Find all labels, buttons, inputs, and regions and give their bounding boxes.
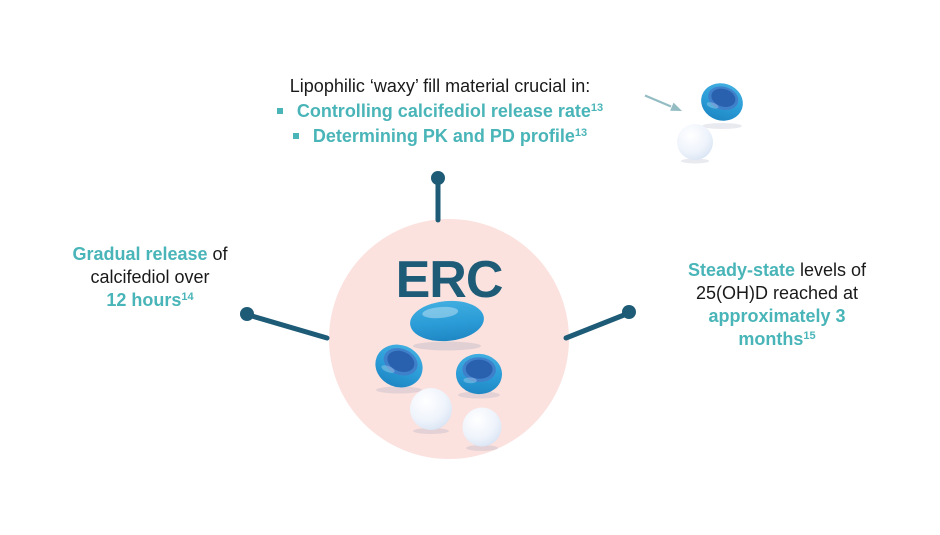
left-note: Gradual release of calcifediol over 12 h… — [30, 243, 270, 312]
top-note: Lipophilic ‘waxy’ fill material crucial … — [220, 74, 660, 149]
pointer-arrow-icon — [644, 94, 672, 108]
pointer-arrowhead-icon — [670, 102, 682, 111]
left-connector-dot — [240, 307, 254, 321]
left-connector-line — [249, 313, 330, 341]
capsule-shadow — [413, 341, 481, 351]
left-connector — [249, 313, 330, 341]
whole-capsule-icon — [410, 300, 484, 342]
top-connector-dot — [431, 171, 445, 185]
right-note: Steady-state levels of 25(OH)D reached a… — [657, 259, 897, 351]
top-note-bullet-1-text: Controlling calcifediol release rate — [296, 101, 591, 121]
left-note-accent-1: Gradual release — [72, 244, 208, 264]
right-note-line-2: 25(OH)D reached at — [695, 283, 859, 303]
ball-shadow — [681, 158, 709, 164]
wax-ball-icon — [462, 407, 502, 447]
top-note-heading: Lipophilic ‘waxy’ fill material crucial … — [289, 76, 591, 96]
capsule-half-icon — [455, 353, 503, 395]
left-note-line-3: 12 hours14 — [30, 289, 270, 312]
capsule-shadow — [458, 391, 500, 399]
capsule-half-icon — [696, 77, 748, 127]
reference-superscript: 15 — [803, 330, 816, 342]
erc-capsule-illustration — [368, 300, 503, 451]
reference-superscript: 13 — [590, 102, 604, 114]
right-note-rest-1: levels of — [795, 260, 867, 280]
right-note-line-4: months15 — [657, 328, 897, 351]
top-note-bullet-1: Controlling calcifediol release rate13 — [220, 99, 660, 124]
top-note-bullet-2-text: Determining PK and PD profile — [312, 126, 575, 146]
square-bullet-icon — [292, 133, 299, 139]
fill-material-callout-illustration — [644, 77, 748, 164]
capsule-shadow — [376, 386, 422, 394]
wax-ball-icon — [410, 388, 452, 430]
right-note-accent-4: months — [738, 329, 804, 349]
right-connector-dot — [622, 305, 636, 319]
right-note-line-1: Steady-state levels of — [657, 259, 897, 282]
capsule-shadow — [702, 123, 742, 129]
square-bullet-icon — [276, 108, 283, 114]
right-note-accent-1: Steady-state — [687, 260, 795, 280]
left-note-line-2: calcifediol over — [90, 267, 210, 287]
top-note-bullet-2: Determining PK and PD profile13 — [220, 124, 660, 149]
ball-shadow — [466, 445, 498, 451]
wax-ball-icon — [677, 124, 713, 160]
erc-label: ERC — [395, 251, 504, 309]
right-note-line-3: approximately 3 — [708, 306, 846, 326]
right-connector — [563, 312, 627, 341]
left-note-accent-3: 12 hours — [106, 290, 182, 310]
reference-superscript: 14 — [181, 291, 194, 303]
left-note-line-1: Gradual release of — [30, 243, 270, 266]
ball-shadow — [413, 428, 449, 434]
right-connector-line — [563, 312, 627, 341]
left-note-rest-1: of — [207, 244, 228, 264]
reference-superscript: 13 — [574, 127, 588, 139]
